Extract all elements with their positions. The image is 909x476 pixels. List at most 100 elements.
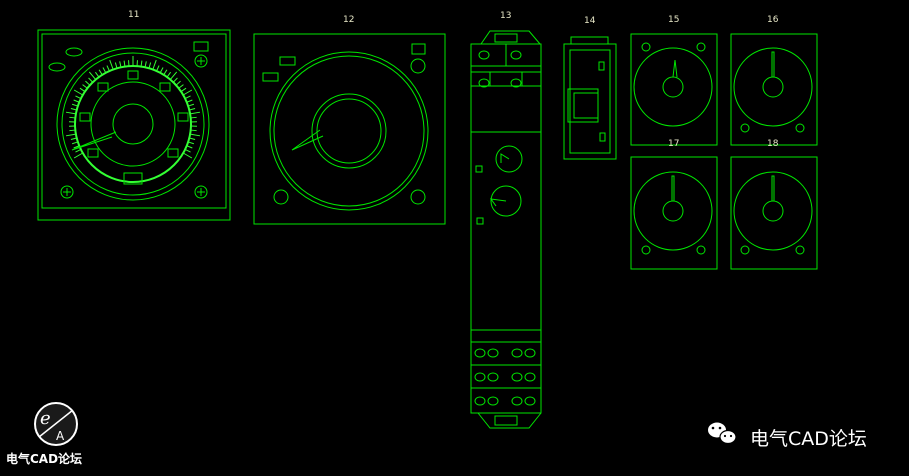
- scale-tick: [172, 77, 178, 83]
- device-11-digit-window: [127, 70, 139, 80]
- terminal-screw: [511, 348, 523, 358]
- scale-tick: [70, 137, 77, 140]
- scale-tick: [65, 111, 76, 115]
- device-13-led: [475, 165, 483, 173]
- device-17-frame: [630, 156, 718, 270]
- device-14-notch: [598, 61, 605, 71]
- device-18-knob: [762, 200, 784, 222]
- device-11-inner-frame: [41, 33, 227, 209]
- device-18-screw: [795, 245, 805, 255]
- device-12-indicator: [262, 72, 279, 82]
- device-17-screw: [696, 245, 706, 255]
- device-13: [470, 30, 542, 429]
- terminal-screw: [478, 78, 490, 88]
- device-11-pointer: [71, 131, 117, 151]
- scale-tick: [73, 152, 84, 159]
- scale-tick: [73, 145, 80, 149]
- scale-tick: [98, 69, 103, 76]
- terminal-screw: [524, 372, 536, 382]
- watermark-text: 电气CAD论坛: [750, 428, 867, 450]
- device-11-dial-outer: [61, 52, 205, 196]
- scale-tick: [75, 148, 82, 153]
- device-16-screw: [740, 123, 750, 133]
- device-15-pointer: [672, 59, 678, 78]
- device-13-top-cap: [480, 30, 541, 45]
- device-12-bezel: [269, 51, 429, 211]
- device-15: [630, 33, 718, 146]
- logo-letter-a: A: [56, 429, 65, 443]
- scale-tick: [65, 133, 76, 137]
- device-13-top-tab: [494, 33, 518, 43]
- device-label-12: 12: [343, 15, 355, 25]
- scale-tick: [182, 89, 193, 96]
- device-11-knob: [112, 103, 154, 145]
- device-11-digit-window: [79, 112, 91, 122]
- device-13-potentiometer: [490, 185, 522, 217]
- device-15-screw: [696, 42, 706, 52]
- scale-tick: [79, 87, 86, 92]
- device-16-screw: [795, 123, 805, 133]
- wechat-icon: [708, 422, 737, 445]
- device-14-body: [563, 43, 617, 160]
- device-17: [630, 156, 718, 270]
- scale-tick: [190, 111, 201, 115]
- device-16-dial: [733, 47, 813, 127]
- device-label-17: 17: [668, 139, 680, 149]
- terminal-screw: [474, 396, 486, 406]
- scale-tick: [88, 71, 97, 80]
- device-11-led: [48, 62, 66, 72]
- device-15-knob: [662, 76, 684, 98]
- device-17-screw: [641, 245, 651, 255]
- device-12-indicator: [411, 43, 426, 55]
- terminal-screw: [510, 50, 522, 60]
- terminal-screw: [510, 78, 522, 88]
- terminal-screw: [524, 348, 536, 358]
- device-12-hole: [273, 189, 289, 205]
- device-16-pointer: [771, 51, 775, 77]
- logo-caption: 电气CAD论坛: [6, 452, 83, 466]
- terminal-screw: [511, 396, 523, 406]
- device-11: [37, 29, 231, 221]
- scale-tick: [190, 133, 201, 137]
- scale-tick: [180, 87, 187, 92]
- device-11-screw: [60, 185, 74, 199]
- device-12-knob: [316, 98, 382, 164]
- forum-logo: e A: [34, 402, 78, 446]
- scale-tick: [71, 141, 78, 145]
- device-12-pointer: [291, 129, 324, 151]
- device-17-dial: [633, 171, 713, 251]
- device-13-body: [470, 43, 542, 414]
- scale-tick: [182, 152, 193, 159]
- device-label-15: 15: [668, 15, 680, 25]
- device-label-14: 14: [584, 16, 596, 26]
- terminal-screw: [487, 396, 499, 406]
- device-17-pointer: [671, 175, 675, 201]
- device-15-dial: [633, 47, 713, 127]
- device-label-13: 13: [500, 11, 512, 21]
- device-11-dial-inner: [90, 81, 176, 167]
- device-11-digit-window: [159, 82, 171, 92]
- device-12-dial: [273, 55, 425, 207]
- device-12-knob-ring: [311, 93, 387, 169]
- device-18-dial: [733, 171, 813, 251]
- device-15-screw: [641, 42, 651, 52]
- device-14-notch: [599, 132, 606, 142]
- scale-tick: [85, 80, 91, 86]
- device-13-bottom-tab: [494, 415, 518, 426]
- device-11-scale-ring: [74, 65, 192, 183]
- device-18-pointer: [771, 175, 775, 201]
- scale-tick: [152, 59, 157, 70]
- device-11-digit-window: [177, 112, 189, 122]
- scale-tick: [70, 108, 77, 111]
- device-11-screw: [194, 54, 208, 68]
- device-12-hole: [410, 189, 426, 205]
- device-16: [730, 33, 818, 146]
- scale-tick: [109, 59, 114, 70]
- device-12-indicator: [279, 56, 296, 66]
- device-18-frame: [730, 156, 818, 270]
- scale-tick: [175, 80, 181, 86]
- device-11-screw: [194, 185, 208, 199]
- device-18-screw: [740, 245, 750, 255]
- device-label-18: 18: [767, 139, 779, 149]
